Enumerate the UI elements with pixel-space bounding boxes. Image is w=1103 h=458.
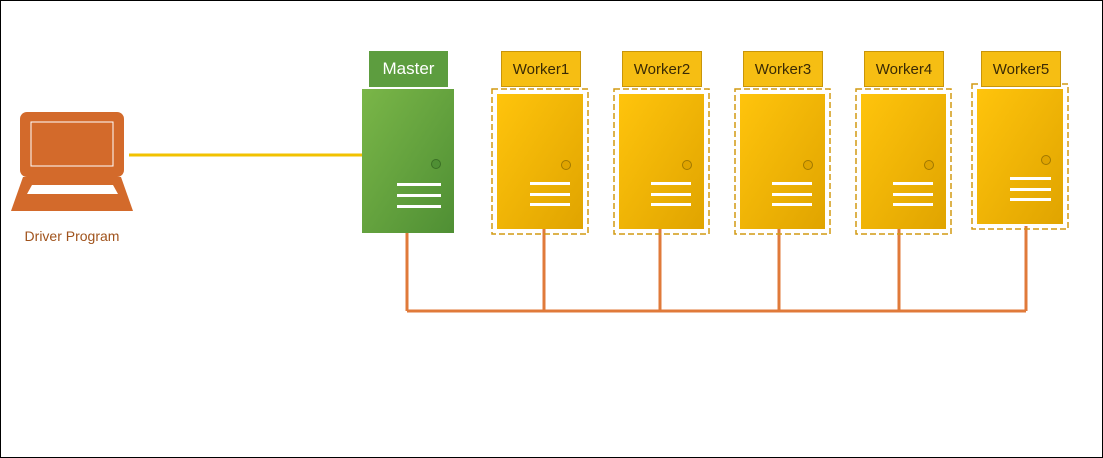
master-label: Master xyxy=(369,51,448,87)
worker5-label: Worker5 xyxy=(981,51,1061,87)
cluster-bus xyxy=(405,226,1028,313)
worker3-server-icon xyxy=(734,88,831,235)
worker4-label: Worker4 xyxy=(864,51,944,87)
driver-program-label: Driver Program xyxy=(24,228,120,244)
laptop-icon xyxy=(11,112,133,211)
worker5-server-icon xyxy=(971,83,1069,230)
master-server-icon xyxy=(362,89,454,233)
worker1-label: Worker1 xyxy=(501,51,581,87)
worker2-label: Worker2 xyxy=(622,51,702,87)
worker1-server-icon xyxy=(491,88,589,235)
worker4-server-icon xyxy=(855,88,952,235)
worker2-server-icon xyxy=(613,88,710,235)
worker3-label: Worker3 xyxy=(743,51,823,87)
